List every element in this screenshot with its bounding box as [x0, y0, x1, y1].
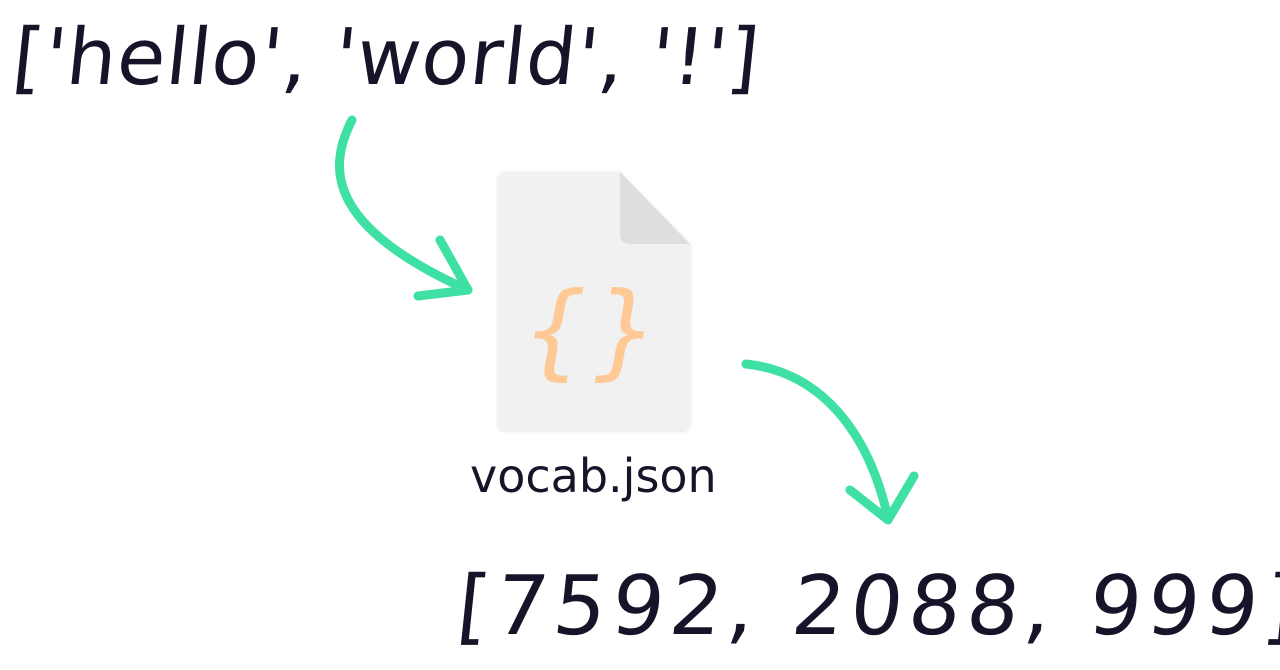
json-file-icon: {} [492, 168, 694, 434]
output-ids-text: [7592, 2088, 999] [452, 559, 1280, 654]
input-tokens-text: ['hello', 'world', '!'] [8, 13, 765, 103]
file-name-label: vocab.json [470, 449, 717, 503]
file-page-icon [498, 172, 690, 430]
json-braces-glyph: {} [513, 269, 673, 391]
